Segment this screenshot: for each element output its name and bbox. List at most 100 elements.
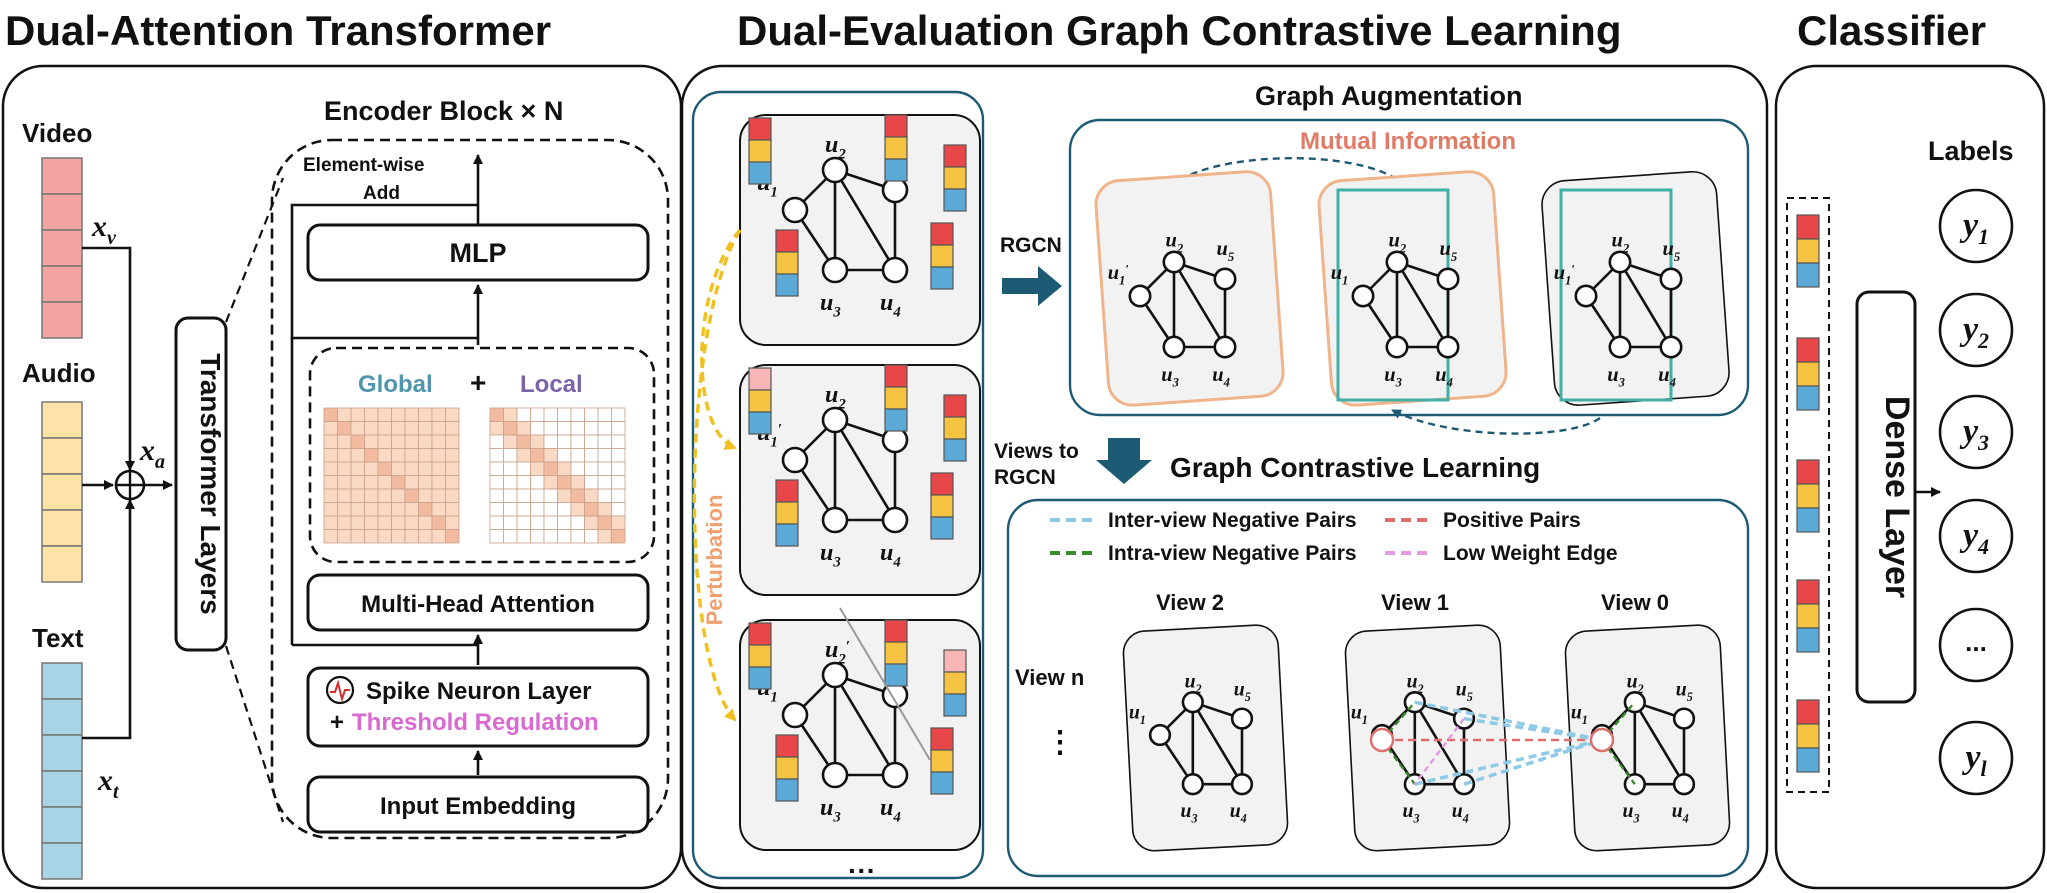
embedding-cell [1796, 262, 1820, 288]
graph-node [821, 256, 849, 284]
audio-var: xa [139, 434, 165, 473]
matrix-cell [364, 448, 379, 463]
node-embeddings [1796, 214, 1820, 773]
matrix-cell [530, 529, 545, 544]
matrix-cell [391, 421, 406, 436]
graph-card [739, 619, 981, 851]
feature-cell [41, 157, 83, 195]
graph-node [1672, 707, 1696, 730]
node-label-u1: u1 [1331, 262, 1349, 288]
matrix-cell [570, 529, 585, 544]
matrix-cell [323, 502, 338, 517]
matrix-cell [489, 502, 504, 517]
feature-cell [41, 473, 83, 511]
matrix-cell [418, 448, 433, 463]
inter-view-negative [1414, 738, 1603, 786]
matrix-cell [611, 421, 626, 436]
node-label-u1: u1 [1571, 702, 1588, 728]
embedding-cell [1796, 361, 1820, 387]
matrix-cell [570, 461, 585, 476]
section-title-classifier: Classifier [1797, 7, 1986, 54]
matrix-cell [445, 434, 460, 449]
embedding-cell [943, 438, 967, 462]
matrix-cell [431, 502, 446, 517]
feature-cell [41, 401, 83, 439]
matrix-cell [404, 434, 419, 449]
matrix-cell [431, 407, 446, 422]
embedding-cell [775, 523, 799, 547]
elementwise-line2: Add [363, 183, 400, 204]
matrix-cell [323, 448, 338, 463]
matrix-cell [597, 529, 612, 544]
matrix-cell [404, 529, 419, 544]
view-0-label: View 0 [1601, 590, 1669, 615]
matrix-cell [337, 421, 352, 436]
views-arrow-icon [1096, 438, 1152, 484]
node-label-u5: u5 [1234, 679, 1251, 705]
embedding-cell [748, 644, 772, 668]
matrix-cell [377, 461, 392, 476]
feature-cell [41, 265, 83, 303]
matrix-cell [431, 515, 446, 530]
embedding-cell [1796, 459, 1820, 485]
matrix-cell [337, 502, 352, 517]
graph-edge [1395, 261, 1450, 348]
graph-node [1659, 267, 1683, 291]
matrix-cell [516, 407, 531, 422]
node-label-u3: u3 [1403, 800, 1420, 826]
matrix-cell [530, 488, 545, 503]
matrix-cell [364, 515, 379, 530]
legend-item: Low Weight Edge [1443, 542, 1618, 565]
matrix-cell [557, 434, 572, 449]
perturbation-label: Perturbation [702, 495, 727, 626]
matrix-cell [584, 488, 599, 503]
matrix-cell [391, 488, 406, 503]
graph-node [821, 661, 849, 689]
matrix-cell [350, 515, 365, 530]
embedding-cell [884, 619, 908, 643]
matrix-cell [597, 407, 612, 422]
text-var: xt [97, 764, 120, 803]
matrix-cell [570, 502, 585, 517]
matrix-cell [584, 461, 599, 476]
matrix-cell [323, 488, 338, 503]
output-label-circle [1938, 720, 2014, 796]
graph-edge [833, 169, 897, 271]
matrix-cell [611, 448, 626, 463]
text-feature-stack [41, 662, 83, 880]
matrix-cell [350, 448, 365, 463]
node-label-u2: u2 [825, 132, 846, 163]
matrix-cell [597, 502, 612, 517]
output-label: y2 [1959, 311, 1989, 353]
embedding-cell [748, 389, 772, 413]
matrix-cell [364, 488, 379, 503]
attention-maps-box [308, 346, 656, 564]
graph-card [739, 364, 981, 596]
matrix-cell [350, 434, 365, 449]
embedding-cell [943, 144, 967, 168]
matrix-cell [337, 407, 352, 422]
matrix-cell [516, 488, 531, 503]
transformer-layers-box [174, 316, 228, 652]
modality-label-video: Video [22, 118, 92, 148]
threshold-label: Threshold Regulation [352, 709, 599, 736]
embedding-cell [775, 501, 799, 525]
embedding-cell [884, 408, 908, 432]
matrix-cell [570, 475, 585, 490]
graph-edge [1413, 701, 1466, 785]
matrix-cell [377, 407, 392, 422]
output-label: y4 [1959, 517, 1989, 559]
matrix-cell [557, 475, 572, 490]
anchor-node [1369, 727, 1395, 753]
matrix-cell [503, 407, 518, 422]
anchor-node [1589, 727, 1615, 753]
matrix-cell [489, 421, 504, 436]
embedding-cell [775, 479, 799, 503]
views-to-label-2: RGCN [994, 466, 1056, 489]
matrix-cell [323, 421, 338, 436]
matrix-cell [530, 461, 545, 476]
matrix-cell [530, 502, 545, 517]
node-label-u3: u3 [1623, 800, 1640, 826]
embedding-cell [943, 416, 967, 440]
